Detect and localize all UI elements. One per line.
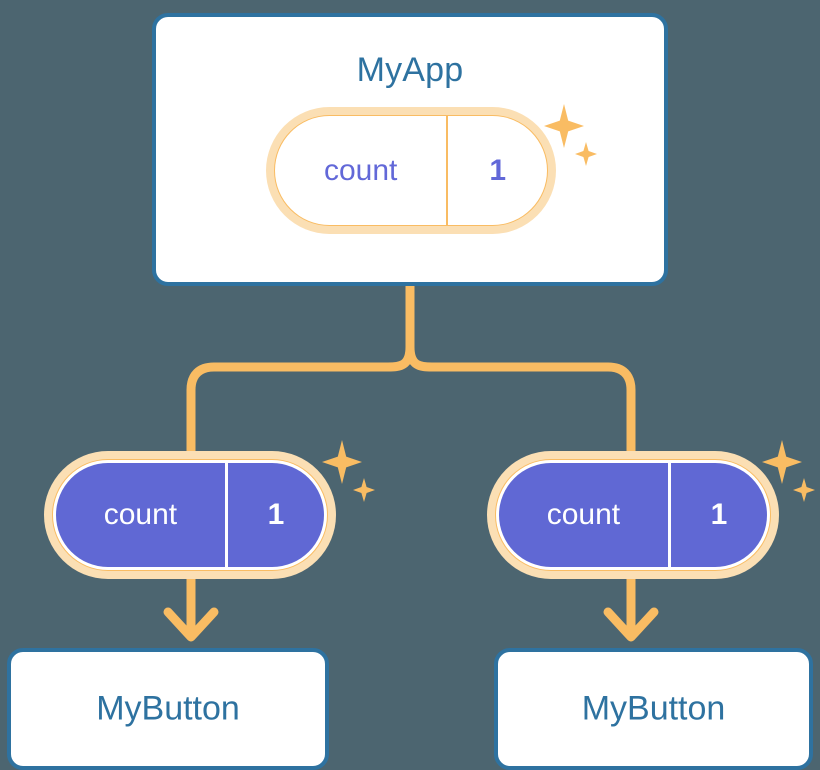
state-key-label: count [323,153,398,187]
state-pill-child-right[interactable]: count 1 [487,451,779,579]
component-title-mybutton: MyButton [581,689,726,728]
arrowhead-left-icon [163,607,219,642]
state-pill-body: count 1 [496,460,770,570]
state-pill-root[interactable]: count 1 [266,107,556,234]
state-pill-body: count 1 [275,116,547,225]
component-card-mybutton-right[interactable]: MyButton [494,648,813,770]
state-value-label: 1 [667,463,767,567]
component-title-myapp: MyApp [356,51,464,89]
connector-split-to-right-child [405,346,636,455]
arrowhead-right-icon [603,607,659,642]
component-card-mybutton-left[interactable]: MyButton [7,648,329,770]
connector-split-to-left-child [186,346,415,455]
state-pill-body: count 1 [53,460,327,570]
state-key-label: count [103,498,178,531]
state-key-label: count [546,498,621,531]
state-value-label: 1 [224,463,324,567]
state-pill-child-left[interactable]: count 1 [44,451,336,579]
component-title-mybutton: MyButton [96,689,240,728]
state-value-label: 1 [446,116,547,225]
